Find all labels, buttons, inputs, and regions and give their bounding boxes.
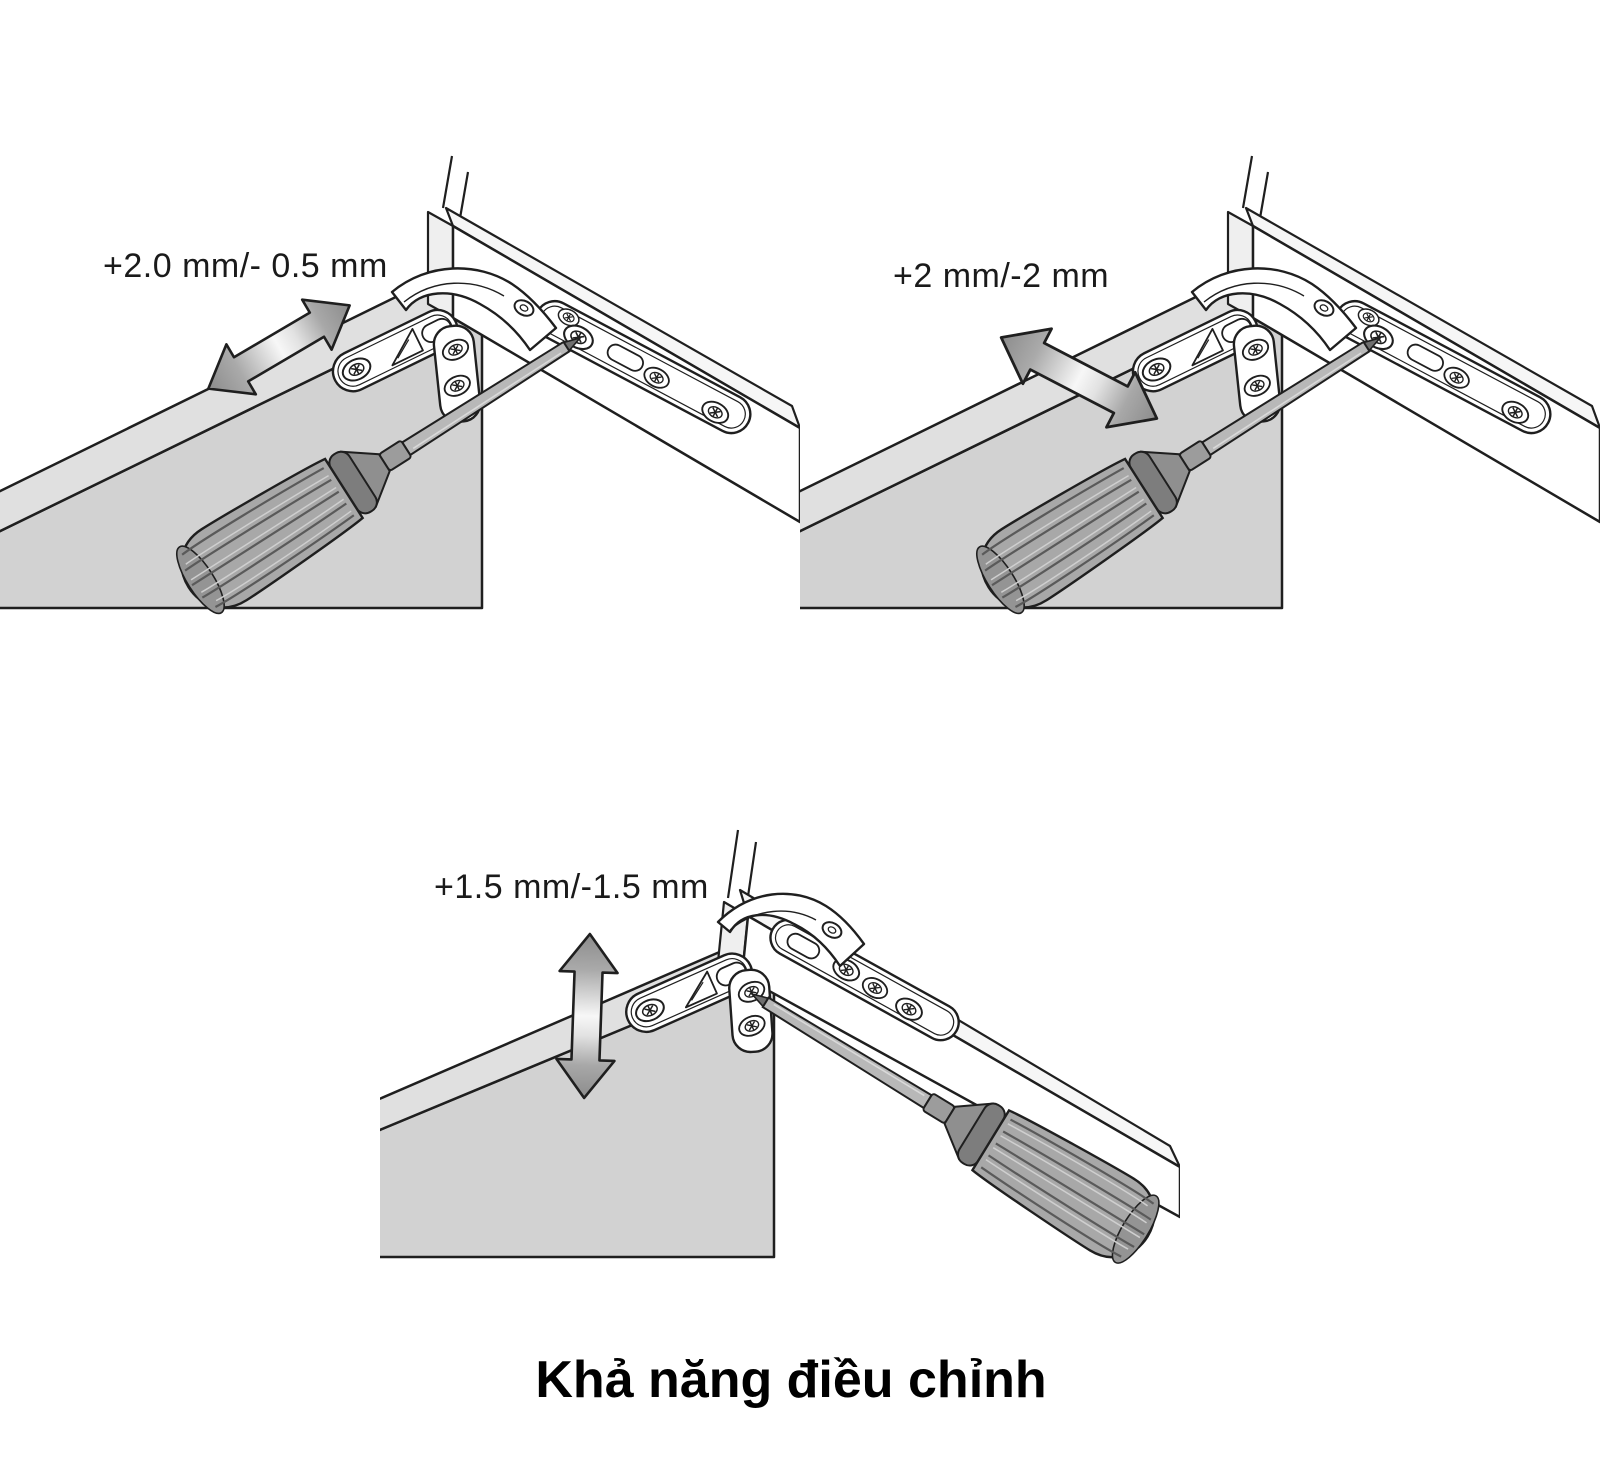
panel-depth-adjustment: [800, 150, 1600, 670]
adjustment-value-label: +2 mm/-2 mm: [893, 257, 1110, 295]
panel-height-adjustment: [380, 790, 1180, 1310]
figure-caption: Khả năng điều chỉnh: [535, 1351, 1047, 1409]
adjustment-value-label: +1.5 mm/-1.5 mm: [434, 868, 709, 906]
panel-side-adjustment: [0, 150, 800, 670]
adjustment-value-label: +2.0 mm/- 0.5 mm: [103, 247, 388, 285]
